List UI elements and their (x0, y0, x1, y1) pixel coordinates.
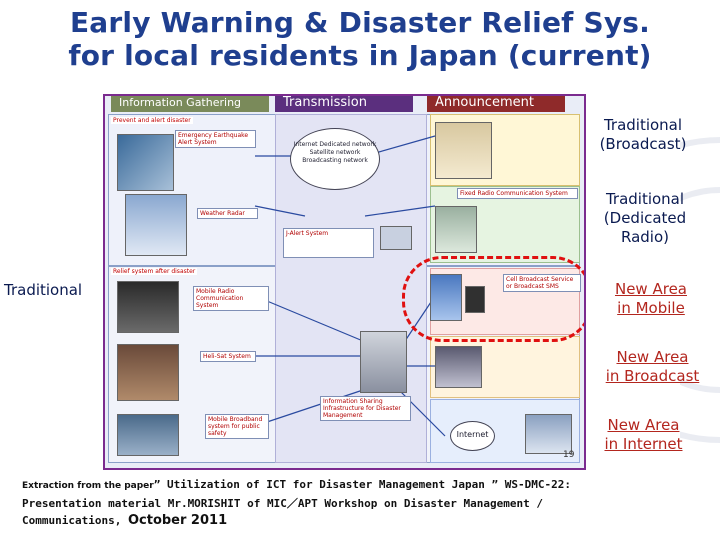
fixed-radio-box: Fixed Radio Communication System (457, 188, 578, 199)
weather-radar-box: Weather Radar (197, 208, 258, 219)
satellite-photo (380, 226, 412, 250)
label-traditional-broadcast-2: (Broadcast) (599, 135, 687, 153)
server-photo (360, 331, 407, 393)
label-new-broadcast-1: New Area (616, 348, 689, 366)
label-new-internet-1: New Area (607, 416, 680, 434)
seismometer-photo (117, 134, 174, 191)
citation-line-3: Communications, October 2011 (22, 512, 712, 529)
label-traditional-radio: Traditional (Dedicated Radio) (590, 190, 700, 247)
label-traditional-broadcast: Traditional (Broadcast) (588, 116, 698, 154)
mobile-radio-box: Mobile Radio Communication System (193, 286, 269, 311)
citation-line-1: Extraction from the paper” Utilization o… (22, 476, 712, 495)
jalert-box: J-Alert System (283, 228, 374, 258)
mobile-broadband-box: Mobile Broadband system for public safet… (205, 414, 269, 439)
citation-communications: Communications, (22, 514, 128, 527)
label-new-broadcast-2: in Broadcast (605, 367, 700, 385)
internet-cloud: Internet Dedicated network Satellite net… (290, 128, 380, 190)
section-label-prevent: Prevent and alert disaster (111, 117, 193, 124)
radar-photo (125, 194, 187, 256)
label-new-broadcast: New Area in Broadcast (590, 348, 715, 386)
helicopter-photo (117, 344, 179, 401)
label-new-mobile: New Area in Mobile (596, 280, 706, 318)
heli-sat-box: Heli-Sat System (200, 351, 256, 362)
internet-bubble: Internet (450, 421, 495, 451)
loudspeaker-photo (435, 206, 477, 253)
label-new-internet-2: in Internet (604, 435, 683, 453)
mobile-highlight-ring (402, 256, 584, 342)
phone-photo (465, 286, 485, 313)
eq-alert-box: Emergency Earthquake Alert System (175, 130, 256, 148)
source-citation: Extraction from the paper” Utilization o… (22, 476, 712, 529)
label-new-mobile-2: in Mobile (617, 299, 685, 317)
header-information-gathering: Information Gathering (111, 96, 269, 112)
title-line-1: Early Warning & Disaster Relief Sys. (69, 6, 651, 39)
broadcast-photo (435, 122, 492, 179)
laptop-photo (525, 414, 572, 454)
header-transmission: Transmission (275, 96, 413, 112)
label-traditional-radio-1: Traditional (605, 190, 685, 208)
label-traditional-radio-3: Radio) (620, 228, 669, 246)
label-traditional-left: Traditional (4, 281, 83, 299)
title-line-2: for local residents in Japan (current) (68, 39, 652, 72)
citation-paper-title: ” Utilization of ICT for Disaster Manage… (153, 478, 571, 491)
citation-prefix: Extraction from the paper (22, 481, 154, 491)
page-title: Early Warning & Disaster Relief Sys. for… (0, 6, 720, 72)
citation-line-2: Presentation material Mr.MORISHIT of MIC… (22, 497, 543, 510)
mobile-radio-photo (117, 281, 179, 333)
label-traditional-broadcast-1: Traditional (603, 116, 683, 134)
tv-photo (435, 346, 482, 388)
info-sharing-box: Information Sharing Infrastructure for D… (320, 396, 411, 421)
header-announcement: Announcement (427, 96, 565, 112)
section-label-relief: Relief system after disaster (111, 268, 198, 275)
label-new-internet: New Area in Internet (586, 416, 701, 454)
broadband-photo (117, 414, 179, 456)
system-diagram: Information Gathering Transmission Annou… (103, 94, 586, 470)
label-new-mobile-1: New Area (614, 280, 687, 298)
page-number: 19 (563, 450, 575, 460)
label-traditional-radio-2: (Dedicated (603, 209, 687, 227)
citation-date: October 2011 (127, 513, 228, 528)
